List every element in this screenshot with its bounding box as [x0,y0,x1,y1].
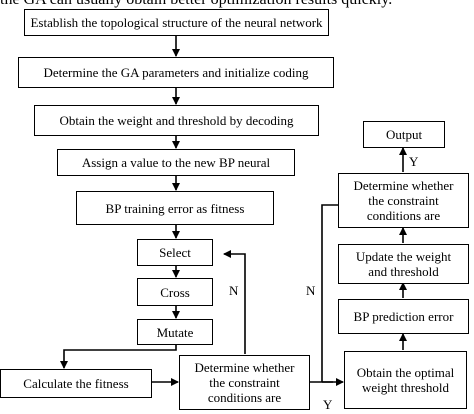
arrow-determine1-n-to-select [223,250,246,354]
bp-prediction-error-box: BP prediction error [338,299,469,334]
update-weight-box: Update the weight and threshold [338,244,469,284]
establish-structure-box: Establish the topological structure of t… [24,9,329,36]
label-y-top: Y [409,154,419,169]
assign-value-box: Assign a value to the new BP neural [57,149,295,176]
select-box: Select [137,239,213,266]
optimal-weight-box: Obtain the optimal weight threshold [344,351,467,409]
mutate-box: Mutate [137,319,213,345]
header-text: the GA can usually obtain better optimiz… [0,0,474,9]
determine-constraint-box-2: Determine whether the constraint conditi… [338,173,469,228]
label-n-left: N [229,283,239,298]
cross-box: Cross [137,278,213,306]
calculate-fitness-box: Calculate the fitness [0,369,152,398]
ga-parameters-box: Determine the GA parameters and initiali… [18,57,334,88]
arrow-mutate-to-calc [60,345,177,369]
output-box: Output [363,121,445,148]
fitness-error-box: BP training error as fitness [76,191,274,225]
decode-weight-box: Obtain the weight and threshold by decod… [34,105,319,136]
label-y-bottom: Y [323,397,333,412]
label-n-right: N [306,283,316,298]
line-determine2-n-feedback [321,204,338,382]
determine-constraint-box-1: Determine whether the constraint conditi… [179,355,310,410]
